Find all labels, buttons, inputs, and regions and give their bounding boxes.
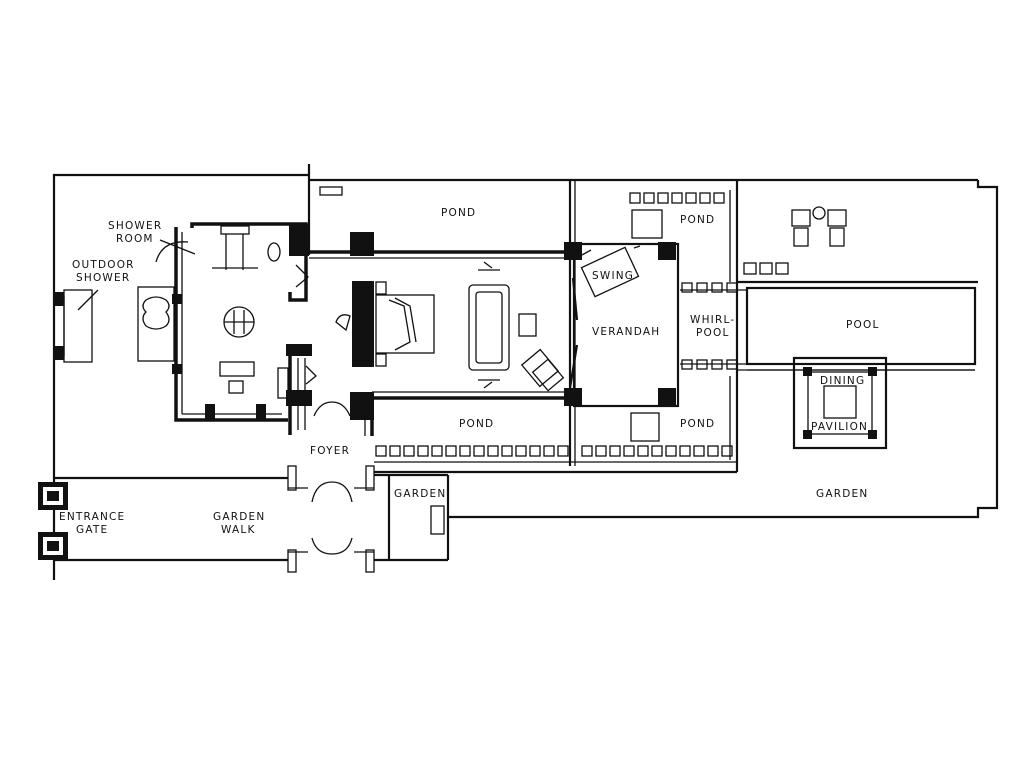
foyer xyxy=(287,398,375,573)
pond-platform-bottom xyxy=(630,412,660,442)
armchair xyxy=(520,348,565,392)
stepping-stones-top-right xyxy=(629,192,725,204)
label-garden-small: GARDEN xyxy=(394,488,446,500)
label-swing: SWING xyxy=(592,270,634,282)
garden-planter xyxy=(430,505,445,535)
label-pavilion: PAVILION xyxy=(811,421,868,433)
steps-top-right xyxy=(743,262,789,275)
closet xyxy=(277,344,312,435)
label-whirlpool-2: POOL xyxy=(696,327,730,339)
leader-shower-room xyxy=(159,239,196,255)
vanity-bench xyxy=(219,361,255,394)
door-swing-bath xyxy=(295,264,317,385)
label-verandah: VERANDAH xyxy=(592,326,660,338)
stepping-stones-bottom xyxy=(375,445,733,457)
label-entrance-gate-1: ENTRANCE xyxy=(59,511,125,523)
outdoor-shower xyxy=(54,289,93,363)
label-shower-room-1: SHOWER xyxy=(108,220,162,232)
lounge-chairs xyxy=(791,206,847,247)
lower-ponds xyxy=(374,370,739,474)
label-entrance-gate-2: GATE xyxy=(76,524,108,536)
garden-walk-door xyxy=(287,537,375,573)
label-outdoor-shower-1: OUTDOOR xyxy=(72,259,135,271)
label-pond-top-left: POND xyxy=(441,207,476,219)
whirlpool xyxy=(680,282,747,370)
label-outdoor-shower-2: SHOWER xyxy=(76,272,130,284)
vanity-round xyxy=(223,306,255,338)
pool xyxy=(735,282,977,371)
entrance-gate xyxy=(38,482,68,560)
dining-pavilion xyxy=(792,356,888,450)
pond-top-left-area xyxy=(319,180,576,245)
bathtub xyxy=(137,286,175,362)
label-dining: DINING xyxy=(820,375,865,387)
label-foyer: FOYER xyxy=(310,445,350,457)
whirlpool-steps xyxy=(681,282,738,370)
shower-fixtures xyxy=(155,225,281,270)
label-pool: POOL xyxy=(846,319,880,331)
sofa xyxy=(468,261,510,389)
desk-chair xyxy=(335,314,351,332)
label-garden-walk-1: GARDEN xyxy=(213,511,265,523)
bathroom-wing xyxy=(137,222,317,435)
foyer-door-swing-left xyxy=(313,401,333,417)
label-pond-top-right: POND xyxy=(680,214,715,226)
foyer-door-swing-right xyxy=(331,401,351,417)
verandah xyxy=(564,242,680,408)
label-garden-walk-2: WALK xyxy=(221,524,256,536)
main-bedroom xyxy=(309,232,579,420)
bed xyxy=(352,281,435,367)
label-pond-bottom-right: POND xyxy=(680,418,715,430)
leader-outdoor-shower xyxy=(77,289,99,311)
foyer-entry-door xyxy=(287,465,375,503)
pond-top-right-area xyxy=(629,180,739,282)
label-whirlpool-1: WHIRL- xyxy=(690,314,735,326)
pond-platform-top xyxy=(631,209,663,239)
swing xyxy=(580,245,641,298)
label-garden-large: GARDEN xyxy=(816,488,868,500)
terrace-top-right xyxy=(737,206,978,284)
outer-walls xyxy=(52,164,999,580)
side-table xyxy=(518,313,537,337)
label-shower-room-2: ROOM xyxy=(116,233,154,245)
label-pond-bottom-left: POND xyxy=(459,418,494,430)
